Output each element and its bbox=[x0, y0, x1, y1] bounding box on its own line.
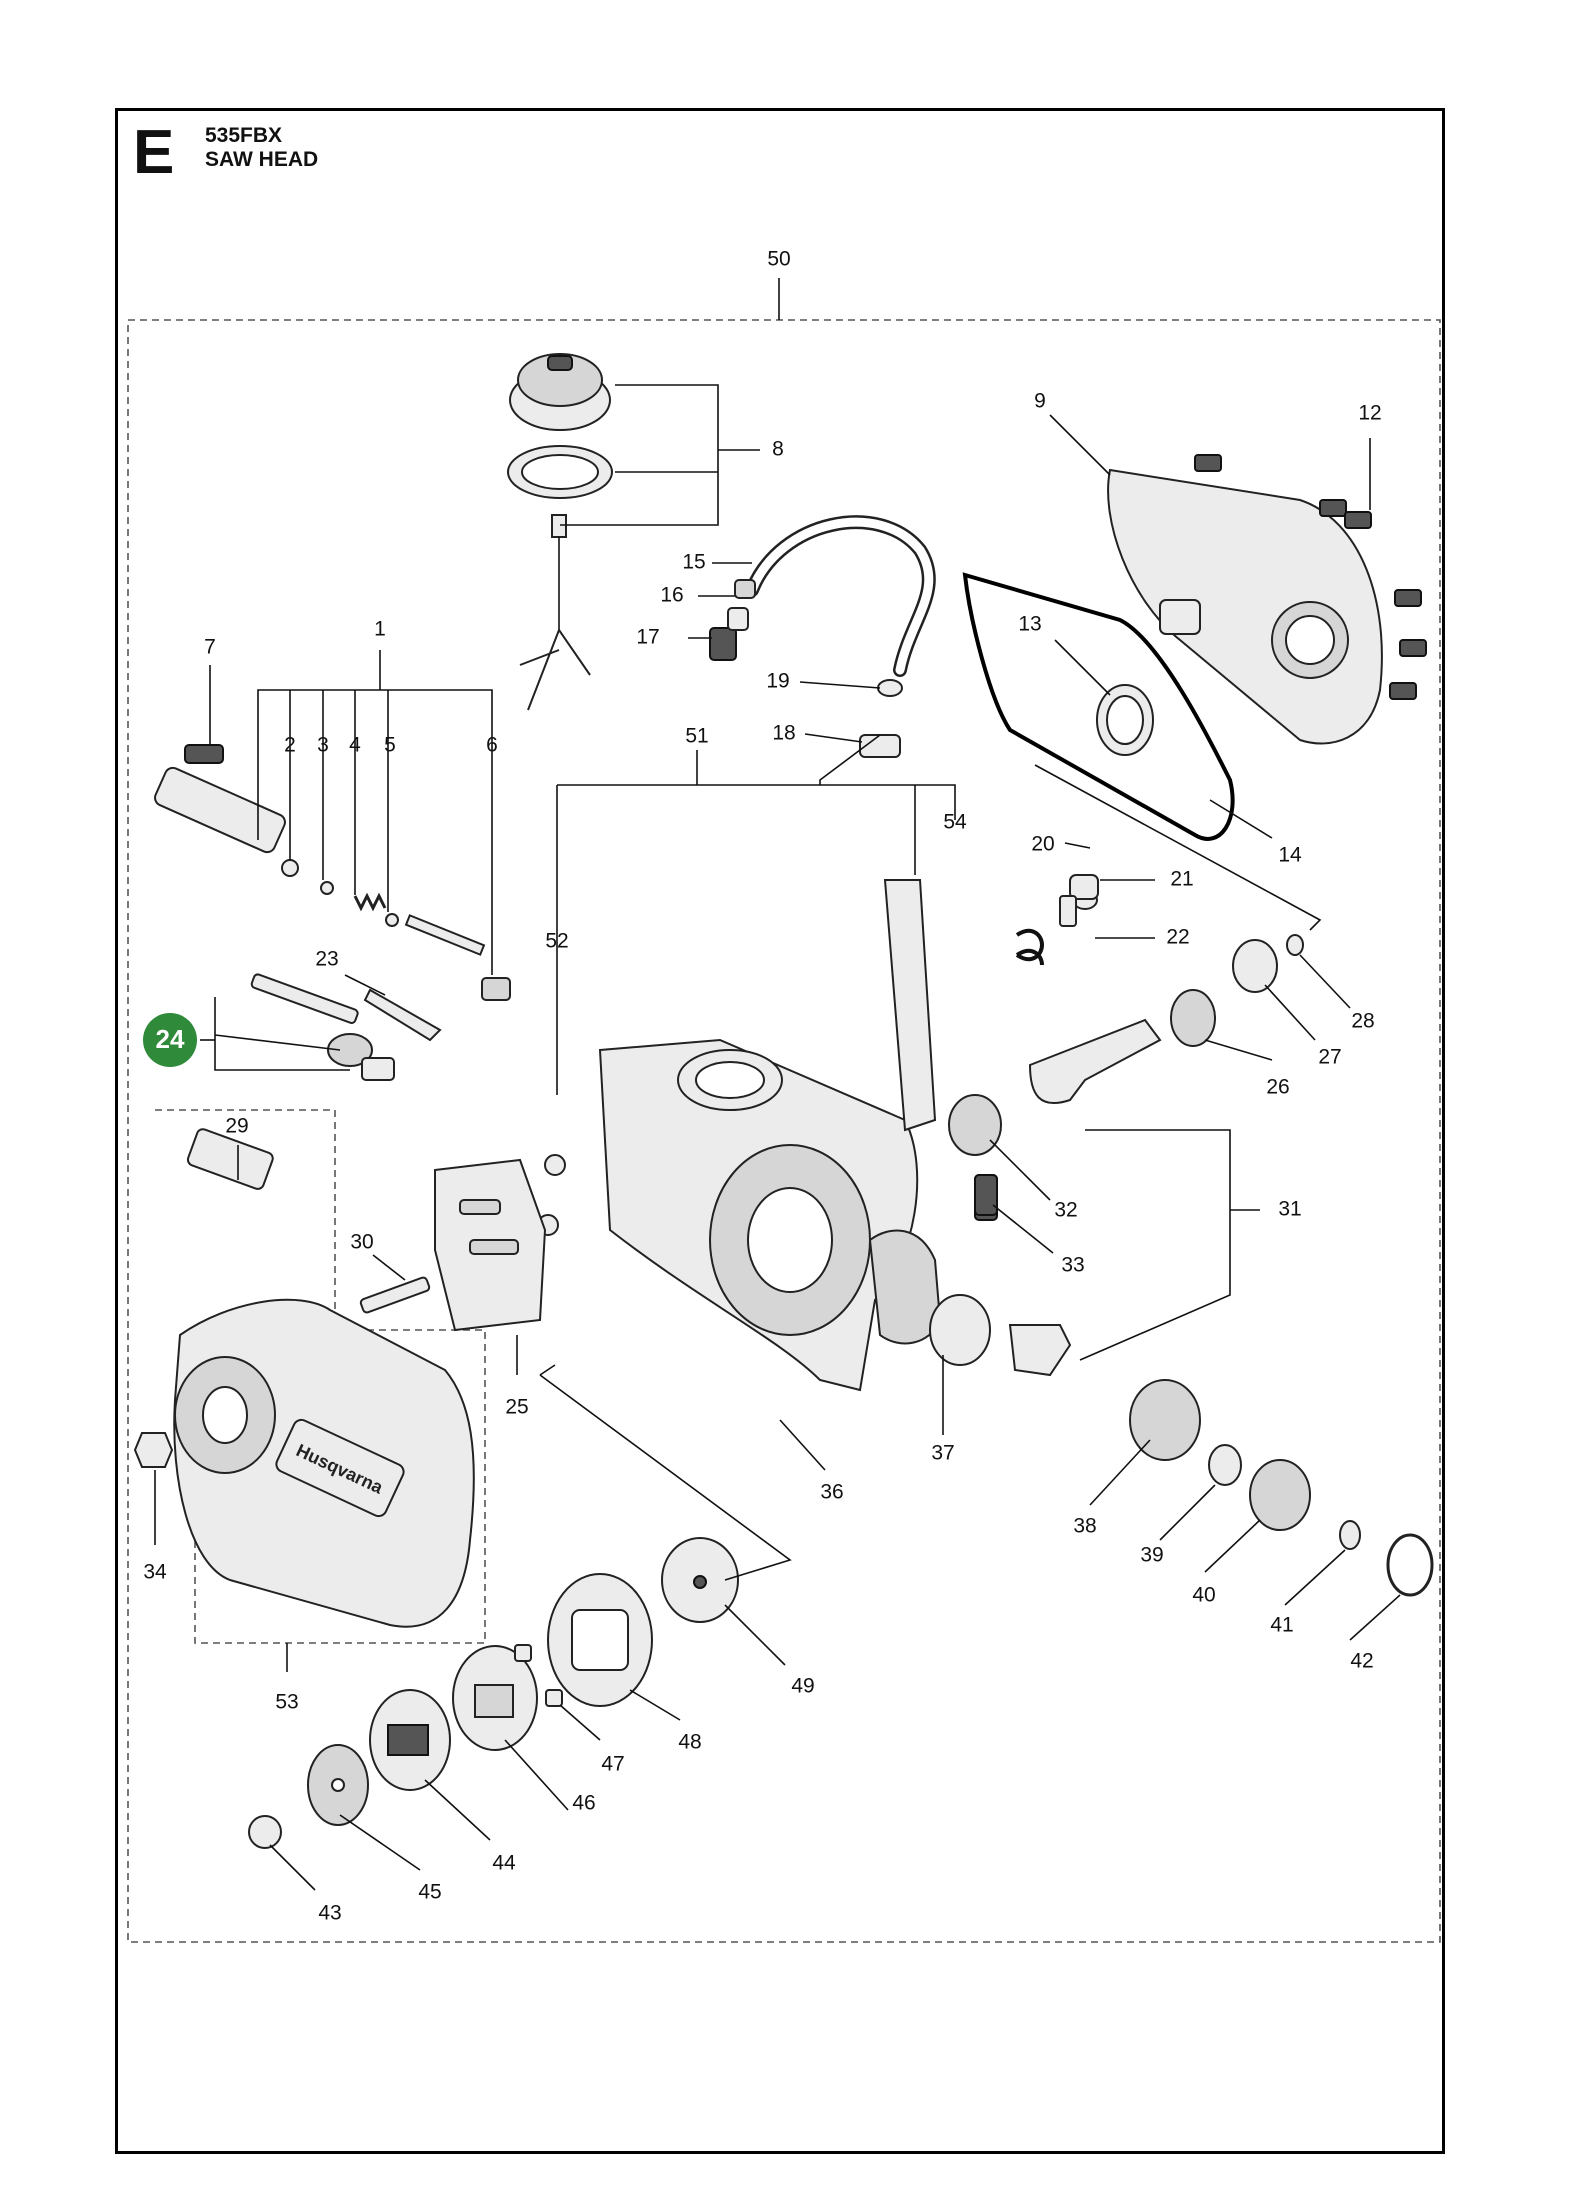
callout-15[interactable]: 15 bbox=[682, 551, 705, 574]
callout-32[interactable]: 32 bbox=[1054, 1199, 1077, 1222]
callout-50[interactable]: 50 bbox=[767, 248, 790, 271]
gear-housing-part bbox=[537, 879, 998, 1392]
gasket-part bbox=[962, 572, 1235, 841]
callout-38[interactable]: 38 bbox=[1073, 1515, 1096, 1538]
callout-51[interactable]: 51 bbox=[685, 725, 708, 748]
callout-27[interactable]: 27 bbox=[1318, 1046, 1341, 1069]
callout-25[interactable]: 25 bbox=[505, 1396, 528, 1419]
callout-20[interactable]: 20 bbox=[1031, 833, 1054, 856]
callout-45[interactable]: 45 bbox=[418, 1881, 441, 1904]
callout-14[interactable]: 14 bbox=[1278, 844, 1302, 867]
section-letter: E bbox=[133, 118, 175, 187]
callout-36[interactable]: 36 bbox=[820, 1481, 843, 1504]
callout-23[interactable]: 23 bbox=[315, 948, 338, 971]
callout-2[interactable]: 2 bbox=[284, 734, 296, 757]
callout-33[interactable]: 33 bbox=[1061, 1254, 1084, 1277]
callout-17[interactable]: 17 bbox=[636, 626, 659, 649]
callout-13[interactable]: 13 bbox=[1018, 613, 1041, 636]
callout-4[interactable]: 4 bbox=[349, 734, 361, 757]
bevel-gear-shaft-part bbox=[948, 874, 1434, 1597]
callout-47[interactable]: 47 bbox=[601, 1753, 624, 1776]
callout-7[interactable]: 7 bbox=[204, 636, 216, 659]
callout-37[interactable]: 37 bbox=[931, 1442, 954, 1465]
callout-8[interactable]: 8 bbox=[772, 438, 784, 461]
callout-5[interactable]: 5 bbox=[384, 734, 396, 757]
assembly-boundary-50 bbox=[127, 319, 1441, 1943]
callout-40[interactable]: 40 bbox=[1192, 1584, 1215, 1607]
callout-44[interactable]: 44 bbox=[492, 1852, 516, 1875]
callout-31[interactable]: 31 bbox=[1278, 1198, 1301, 1221]
cover-group-boundary-53 bbox=[155, 1109, 486, 1644]
callout-53[interactable]: 53 bbox=[275, 1691, 298, 1714]
bar-adjuster-part bbox=[250, 973, 442, 1081]
highlight-badge-24[interactable] bbox=[143, 1013, 197, 1067]
callout-28[interactable]: 28 bbox=[1351, 1010, 1374, 1033]
callout-29[interactable]: 29 bbox=[225, 1115, 248, 1138]
callout-39[interactable]: 39 bbox=[1140, 1544, 1163, 1567]
callout-46[interactable]: 46 bbox=[572, 1792, 595, 1815]
callout-41[interactable]: 41 bbox=[1270, 1614, 1293, 1637]
callout-42[interactable]: 42 bbox=[1350, 1650, 1373, 1673]
callout-6[interactable]: 6 bbox=[486, 734, 498, 757]
callout-49[interactable]: 49 bbox=[791, 1675, 814, 1698]
model-name: 535FBX bbox=[205, 124, 283, 147]
callout-21[interactable]: 21 bbox=[1170, 868, 1193, 891]
callout-48[interactable]: 48 bbox=[678, 1731, 701, 1754]
page-title: SAW HEAD bbox=[205, 148, 319, 171]
callout-9[interactable]: 9 bbox=[1034, 390, 1046, 413]
oil-cap-part bbox=[507, 353, 613, 711]
callout-1[interactable]: 1 bbox=[374, 618, 386, 641]
callout-19[interactable]: 19 bbox=[766, 670, 789, 693]
oil-hose-part bbox=[709, 515, 936, 758]
callout-18[interactable]: 18 bbox=[772, 722, 795, 745]
callout-30[interactable]: 30 bbox=[350, 1231, 373, 1254]
pump-shaft-part bbox=[154, 744, 511, 1001]
callout-26[interactable]: 26 bbox=[1266, 1076, 1289, 1099]
callout-16[interactable]: 16 bbox=[660, 584, 683, 607]
leader-lines bbox=[154, 384, 1401, 1891]
callout-43[interactable]: 43 bbox=[318, 1902, 341, 1925]
callout-54[interactable]: 54 bbox=[943, 811, 967, 834]
diagram-frame bbox=[115, 108, 1445, 2154]
callout-12[interactable]: 12 bbox=[1358, 402, 1381, 425]
clutch-cover-part bbox=[1107, 454, 1427, 745]
callout-24[interactable]: 24 bbox=[156, 1024, 185, 1054]
callout-22[interactable]: 22 bbox=[1166, 926, 1189, 949]
clutch-parts bbox=[248, 1537, 739, 1849]
callout-3[interactable]: 3 bbox=[317, 734, 329, 757]
callout-52[interactable]: 52 bbox=[545, 930, 568, 953]
clutch-cover-53-part: Husqvarna bbox=[133, 1298, 475, 1628]
bar-plate-part bbox=[186, 1128, 547, 1332]
callout-34[interactable]: 34 bbox=[143, 1561, 167, 1584]
